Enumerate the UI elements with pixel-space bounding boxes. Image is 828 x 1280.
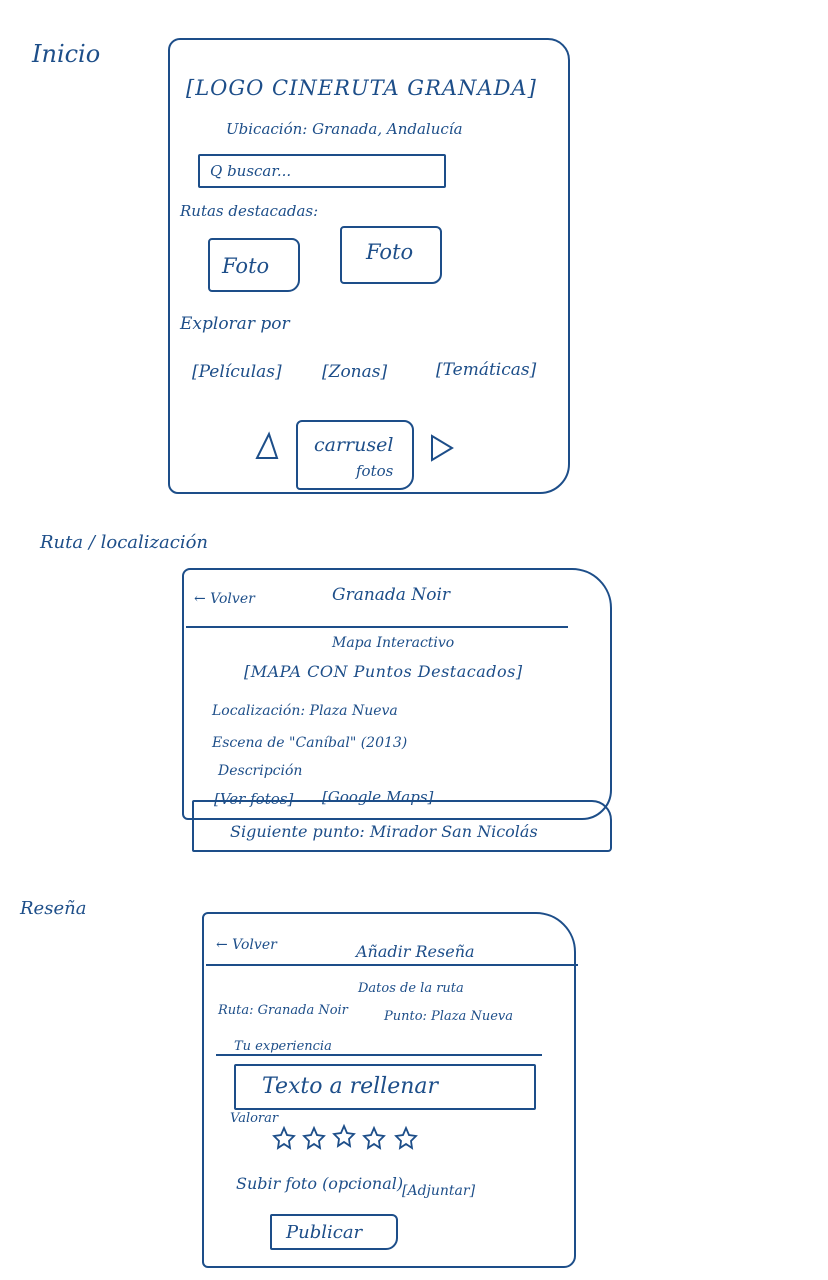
route-description: Descripción [218, 763, 303, 779]
review-title: Añadir Reseña [356, 942, 475, 961]
logo-placeholder: [LOGO CINERUTA GRANADA] [186, 76, 537, 100]
route-header-divider [186, 626, 568, 628]
photo-label-2: Foto [366, 240, 414, 264]
filter-zones-button[interactable]: [Zonas] [322, 362, 388, 382]
carousel-label-line1: carrusel [314, 434, 394, 456]
experience-textarea-text: Texto a rellenar [262, 1074, 439, 1099]
carousel-label-line2: fotos [356, 462, 394, 480]
section-title-inicio: Inicio [32, 40, 101, 68]
home-screen-frame [168, 38, 570, 494]
review-route-name: Ruta: Granada Noir [218, 1003, 348, 1018]
star-icon[interactable] [362, 1125, 386, 1150]
publish-button[interactable]: Publicar [270, 1214, 398, 1250]
review-back-button[interactable]: ← Volver [216, 937, 277, 953]
photo-label-1: Foto [222, 254, 270, 278]
carousel-prev-icon[interactable] [255, 431, 279, 460]
review-header-divider [206, 964, 578, 966]
star-icon[interactable] [302, 1125, 326, 1150]
featured-photo-1[interactable]: Foto [208, 238, 300, 292]
next-point-bar[interactable]: Siguiente punto: Mirador San Nicolás [192, 800, 612, 852]
star-icon[interactable] [394, 1125, 418, 1150]
review-point-name: Punto: Plaza Nueva [384, 1009, 513, 1024]
rating-stars [272, 1123, 432, 1152]
star-icon[interactable] [332, 1123, 356, 1148]
route-title: Granada Noir [332, 585, 451, 605]
attach-button[interactable]: [Adjuntar] [402, 1183, 476, 1199]
experience-label: Tu experiencia [234, 1039, 332, 1054]
route-back-button[interactable]: ← Volver [194, 591, 255, 607]
route-scene: Escena de "Caníbal" (2013) [212, 735, 408, 751]
review-screen-frame [202, 912, 576, 1268]
route-screen-frame [182, 568, 612, 820]
view-photos-button[interactable]: [Ver fotos] [214, 790, 294, 808]
interactive-map[interactable]: [MAPA CON Puntos Destacados] [244, 662, 523, 681]
search-placeholder: Q buscar... [210, 162, 292, 180]
publish-button-label: Publicar [286, 1222, 363, 1243]
map-title: Mapa Interactivo [332, 635, 455, 651]
search-input[interactable]: Q buscar... [198, 154, 446, 188]
featured-routes-title: Rutas destacadas: [180, 202, 319, 220]
star-icon[interactable] [272, 1125, 296, 1150]
section-title-ruta: Ruta / localización [40, 532, 209, 553]
explore-title: Explorar por [180, 314, 290, 334]
location-text: Ubicación: Granada, Andalucía [226, 120, 463, 138]
carousel-next-icon[interactable] [430, 434, 454, 462]
next-point-text: Siguiente punto: Mirador San Nicolás [230, 822, 538, 841]
route-data-title: Datos de la ruta [358, 981, 464, 996]
upload-photo-label: Subir foto (opcional) [236, 1174, 404, 1193]
section-title-resena: Reseña [20, 898, 87, 919]
filter-movies-button[interactable]: [Películas] [192, 362, 282, 382]
rating-label: Valorar [230, 1111, 279, 1126]
route-location: Localización: Plaza Nueva [212, 703, 398, 719]
experience-textarea[interactable]: Texto a rellenar [234, 1064, 536, 1110]
featured-photo-2[interactable]: Foto [340, 226, 442, 284]
filter-themes-button[interactable]: [Temáticas] [436, 360, 537, 380]
experience-divider [216, 1054, 542, 1056]
carousel-photos: carrusel fotos [296, 420, 414, 490]
